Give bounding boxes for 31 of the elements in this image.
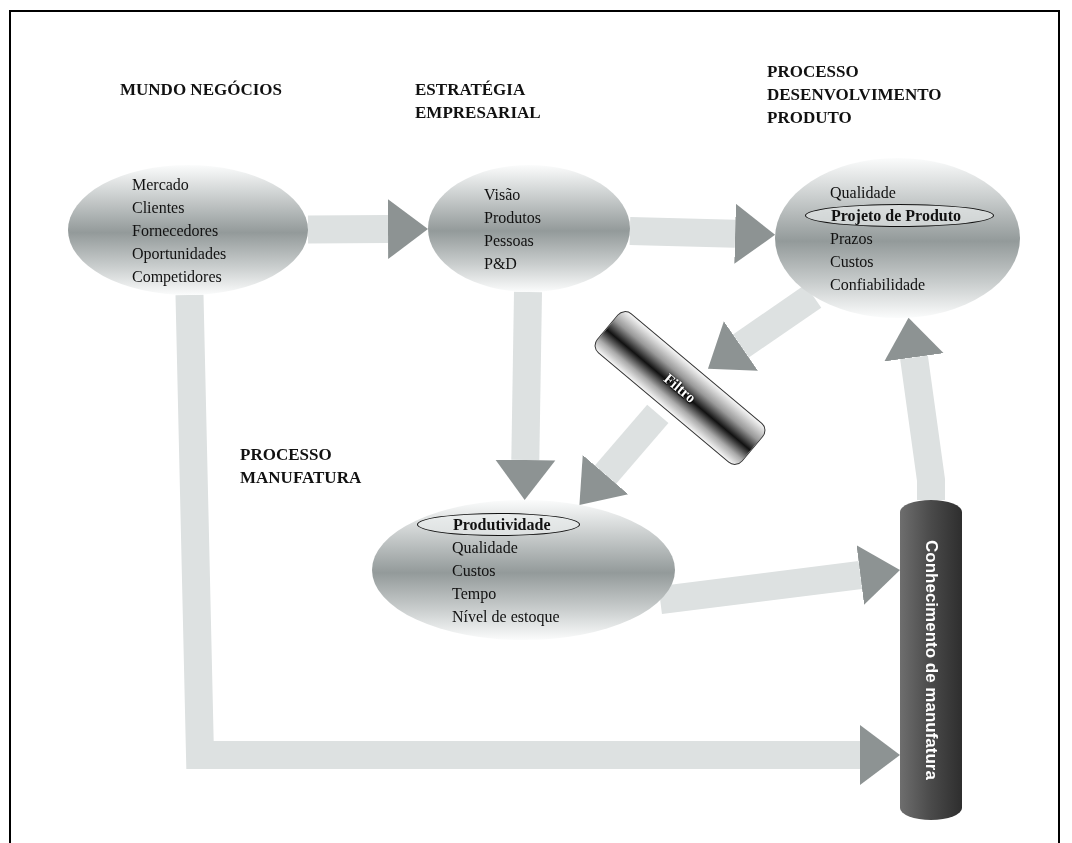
arrow: [175, 294, 900, 785]
heading: MUNDO NEGÓCIOS: [120, 79, 283, 101]
list-item: P&D: [484, 253, 518, 274]
arrow: [658, 545, 900, 615]
list-item: Custos: [830, 251, 875, 272]
list-item: Tempo: [452, 583, 498, 605]
list-item: Custos: [452, 560, 497, 581]
list-item: Pessoas: [484, 230, 535, 251]
list-item: Mercado: [132, 174, 190, 195]
highlight-ellipse: Projeto de Produto: [805, 203, 995, 227]
list-item: Visão: [484, 184, 522, 205]
list-item: Produtos: [484, 207, 542, 228]
arrow: [884, 317, 945, 500]
heading: PROCESSO DESENVOLVIMENTO PRODUTO: [767, 61, 943, 129]
list-item: Qualidade: [830, 182, 897, 203]
list-item: Oportunidades: [132, 243, 228, 265]
list-item: Qualidade: [452, 537, 519, 558]
highlight-ellipse: Produtividade: [417, 512, 580, 536]
arrow: [579, 404, 669, 505]
arrow: [495, 291, 556, 500]
cylinder: Conhecimento de manufatura: [900, 500, 962, 820]
heading: ESTRATÉGIA EMPRESARIAL: [415, 79, 542, 124]
list-item: Competidores: [132, 266, 223, 288]
list-item: Prazos: [830, 228, 874, 249]
heading: PROCESSO MANUFATURA: [240, 444, 363, 489]
arrow: [307, 199, 428, 260]
arrow: [629, 203, 776, 264]
list-item: Nível de estoque: [452, 606, 561, 628]
list-item: Confiabilidade: [830, 274, 927, 295]
list-item: Fornecedores: [132, 220, 220, 241]
list-item: Clientes: [132, 197, 186, 218]
